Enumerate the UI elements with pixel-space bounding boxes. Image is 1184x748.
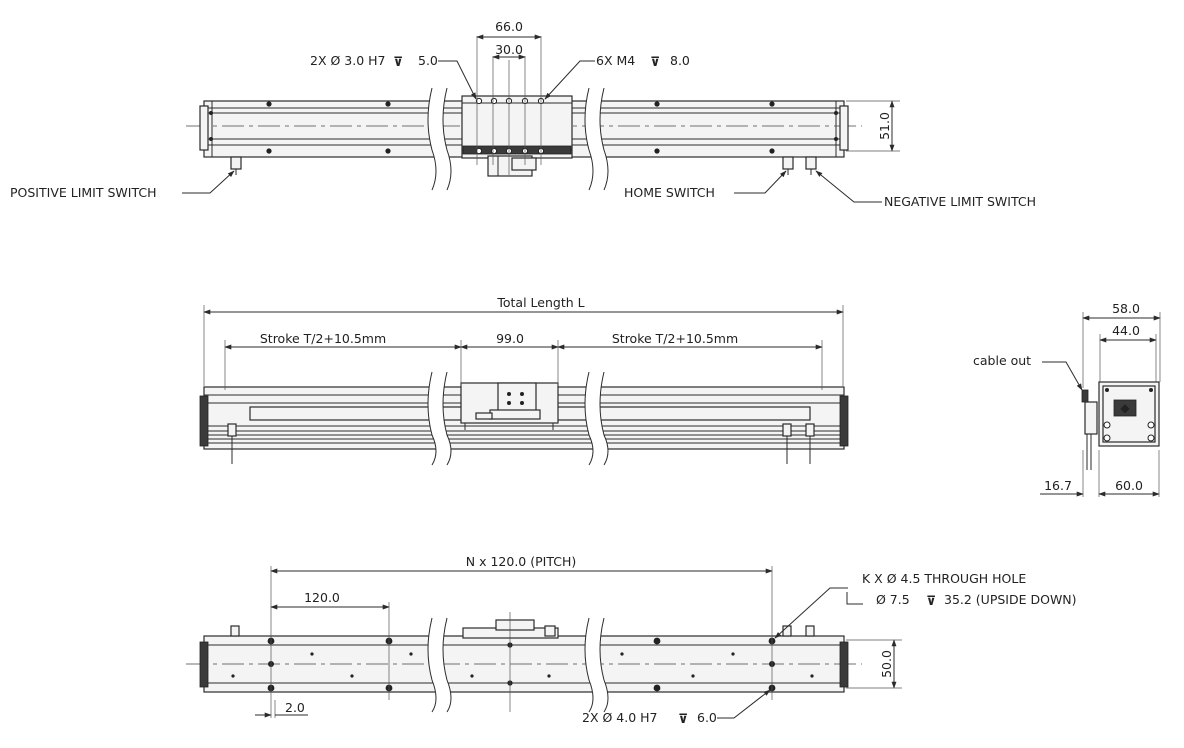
negative-limit-label: NEGATIVE LIMIT SWITCH xyxy=(884,194,1036,209)
note-dowel-top-depth: 5.0 xyxy=(418,53,438,68)
positive-limit-label: POSITIVE LIMIT SWITCH xyxy=(10,185,156,200)
top-view: 66.0 30.0 51.0 2X Ø 3.0 H7 ⊽ 5.0 6X M4 ⊽… xyxy=(10,19,1036,209)
depth-symbol-icon: ⊽ xyxy=(678,711,688,726)
bottom-view: N x 120.0 (PITCH) 120.0 K X Ø 4.5 THROUG… xyxy=(186,554,1077,726)
dim-60: 60.0 xyxy=(1115,478,1143,493)
depth-symbol-icon: ⊽ xyxy=(393,54,403,69)
counterbore-symbol-icon xyxy=(846,592,863,605)
note-dowel-bottom-depth: 6.0 xyxy=(697,710,717,725)
dim-carriage: 99.0 xyxy=(496,331,524,346)
dim-50: 50.0 xyxy=(879,650,894,678)
dim-58: 58.0 xyxy=(1112,301,1140,316)
dim-2: 2.0 xyxy=(285,700,305,715)
cable-out-label: cable out xyxy=(973,353,1031,368)
dim-66: 66.0 xyxy=(495,19,523,34)
dim-stroke-left: Stroke T/2+10.5mm xyxy=(260,331,386,346)
dim-120: 120.0 xyxy=(304,590,340,605)
side-view: Total Length L Stroke T/2+10.5mm 99.0 St… xyxy=(199,295,849,466)
end-view: ◆ 58.0 44.0 cable out 16.7 60.0 xyxy=(973,301,1161,497)
depth-symbol-icon: ⊽ xyxy=(650,54,660,69)
note-dowel-top: 2X Ø 3.0 H7 xyxy=(310,53,386,68)
dim-51: 51.0 xyxy=(877,112,892,140)
note-dowel-bottom: 2X Ø 4.0 H7 xyxy=(582,710,658,725)
dim-total-length: Total Length L xyxy=(496,295,584,310)
brand-logo-icon: ◆ xyxy=(1120,401,1130,415)
dim-44: 44.0 xyxy=(1112,323,1140,338)
dim-stroke-right: Stroke T/2+10.5mm xyxy=(612,331,738,346)
note-tap: 6X M4 xyxy=(596,53,635,68)
note-counterbore: Ø 7.5 xyxy=(876,592,910,607)
depth-symbol-icon: ⊽ xyxy=(926,593,936,608)
dim-pitch: N x 120.0 (PITCH) xyxy=(466,554,576,569)
note-through-hole: K X Ø 4.5 THROUGH HOLE xyxy=(862,571,1026,586)
note-tap-depth: 8.0 xyxy=(670,53,690,68)
note-counterbore-rest: 35.2 (UPSIDE DOWN) xyxy=(944,592,1077,607)
home-switch-label: HOME SWITCH xyxy=(624,185,715,200)
dim-16-7: 16.7 xyxy=(1044,478,1072,493)
dim-30: 30.0 xyxy=(495,42,523,57)
